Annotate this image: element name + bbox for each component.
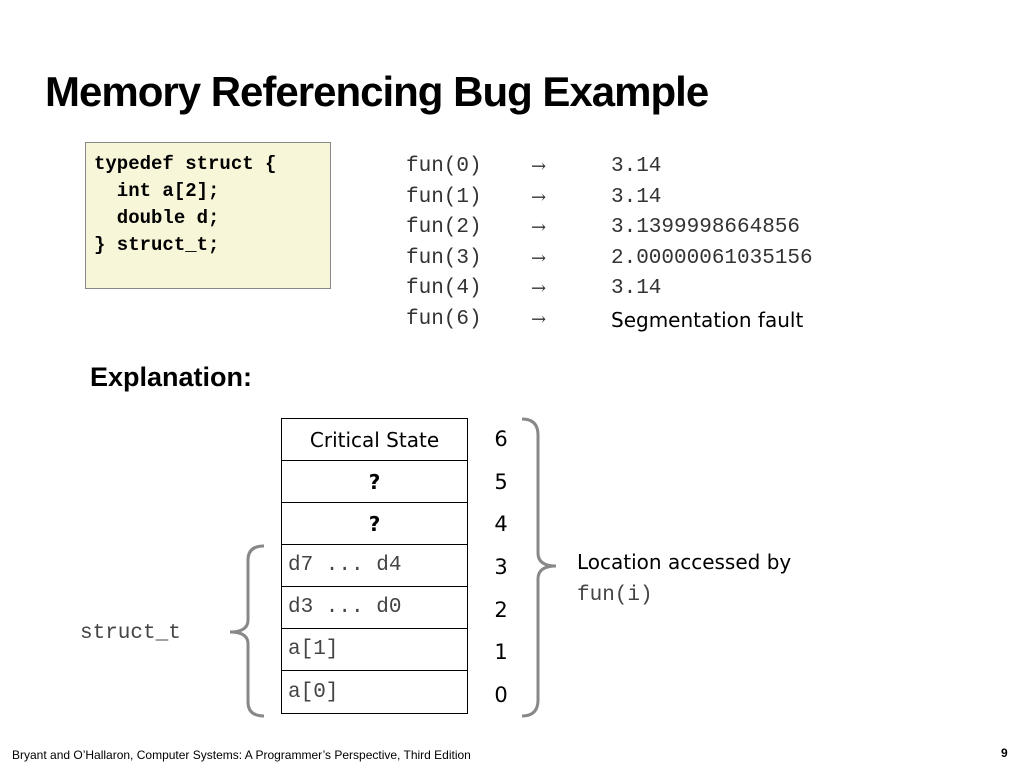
call: fun(4) xyxy=(406,277,482,301)
location-code: fun(i) xyxy=(577,584,653,607)
index: 3 xyxy=(494,555,508,580)
index: 1 xyxy=(494,640,508,665)
result: 3.14 xyxy=(611,277,662,301)
arrow-icon: → xyxy=(531,278,547,300)
call-results: fun(0) → 3.14 fun(1) → 3.14 fun(2) → 3.1399998… xyxy=(406,152,813,336)
arrow-icon: → xyxy=(531,308,547,330)
memory-cell: a[0] xyxy=(288,680,339,704)
code-box: typedef struct { int a[2]; double d; } s… xyxy=(85,142,331,289)
result: 3.14 xyxy=(611,155,662,178)
memory-cell: ? xyxy=(282,503,467,545)
location-label: Location accessed by fun(i) xyxy=(577,546,791,612)
memory-cell: d7 ... d4 xyxy=(282,545,467,587)
memory-cell: Critical State xyxy=(282,419,467,461)
memory-cell: ? xyxy=(282,461,467,503)
slide-title: Memory Referencing Bug Example xyxy=(45,68,709,115)
call: fun(6) xyxy=(406,307,482,331)
call-row: fun(0) → 3.14 xyxy=(406,152,813,183)
index: 5 xyxy=(494,469,508,494)
memory-table: Critical State ? ? d7 ... d4 d3 ... d0 a… xyxy=(281,418,468,714)
index: 6 xyxy=(494,427,508,452)
page-number: 9 xyxy=(1001,746,1008,760)
memory-cell: a[1] xyxy=(282,629,467,671)
call: fun(3) xyxy=(406,246,482,270)
index: 4 xyxy=(494,512,508,537)
footer-citation: Bryant and O’Hallaron, Computer Systems:… xyxy=(12,748,471,762)
struct-label: struct_t xyxy=(80,622,181,645)
call-row: fun(1) → 3.14 xyxy=(406,183,813,214)
location-text: Location accessed by xyxy=(577,550,792,574)
result: 3.1399998664856 xyxy=(611,216,801,240)
call-row: fun(2) → 3.1399998664856 xyxy=(406,213,813,244)
call: fun(1) xyxy=(406,185,482,209)
result: 2.00000061035156 xyxy=(611,246,813,270)
call: fun(0) xyxy=(406,155,482,178)
index-column: 6 5 4 3 2 1 0 xyxy=(490,418,512,716)
left-brace-icon xyxy=(229,544,265,718)
call-row: fun(6) → Segmentation fault xyxy=(406,305,813,336)
arrow-icon: → xyxy=(531,217,547,239)
index: 2 xyxy=(494,597,508,622)
arrow-icon: → xyxy=(531,186,547,208)
result: 3.14 xyxy=(611,185,662,209)
result: Segmentation fault xyxy=(611,307,804,332)
call: fun(2) xyxy=(406,216,482,240)
memory-cell: d3 ... d0 xyxy=(282,587,467,629)
arrow-icon: → xyxy=(531,156,547,177)
right-brace-icon xyxy=(521,417,557,718)
index: 0 xyxy=(494,682,508,707)
call-row: fun(3) → 2.00000061035156 xyxy=(406,244,813,275)
arrow-icon: → xyxy=(531,247,547,269)
explanation-heading: Explanation: xyxy=(90,362,253,392)
call-row: fun(4) → 3.14 xyxy=(406,274,813,305)
